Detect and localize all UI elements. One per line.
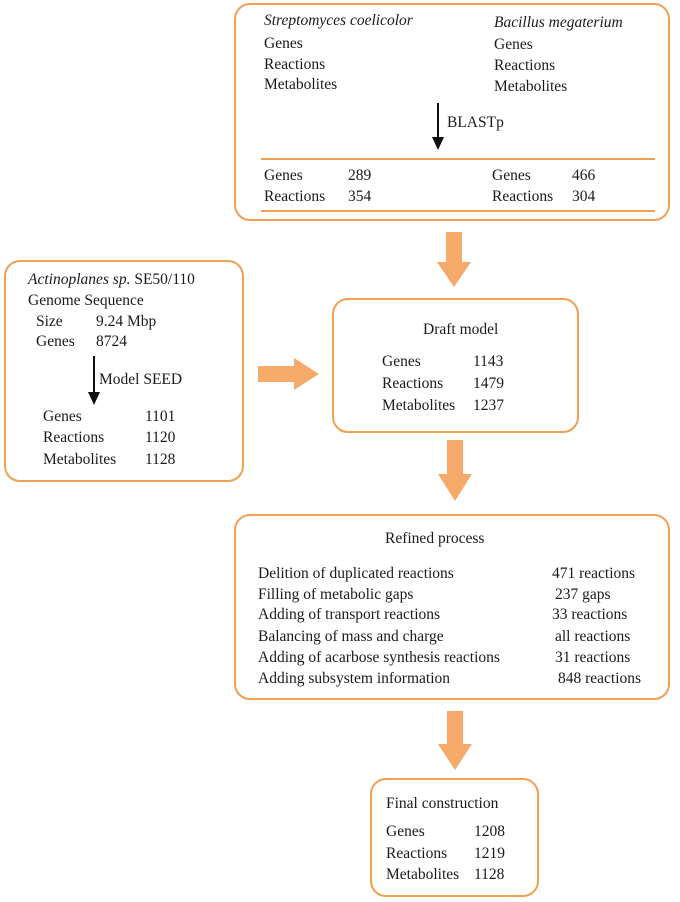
final-construction-title: Final construction <box>386 795 499 812</box>
genome-size-value: 9.24 Mbp <box>96 313 157 330</box>
genome-genes-value: 8724 <box>96 333 127 350</box>
template-organisms-box <box>234 3 670 221</box>
right-row-genes: Genes <box>494 36 533 53</box>
left-result-reactions-value: 354 <box>348 188 372 205</box>
model-seed-down-arrow-icon <box>88 356 100 405</box>
draft-model-box <box>332 298 579 433</box>
draft-result-reactions-label: Reactions <box>382 375 444 392</box>
refined-step-value: 33 reactions <box>552 606 628 623</box>
refined-step-label: Adding subsystem information <box>258 670 451 687</box>
draft-result-genes-value: 1143 <box>473 353 504 370</box>
refined-step-label: Adding of acarbose synthesis reactions <box>258 649 500 666</box>
left-organism-name: Streptomyces coelicolor <box>264 12 413 29</box>
left-row-genes: Genes <box>264 35 303 52</box>
final-construction-box <box>370 778 539 897</box>
draft-model-title: Draft model <box>423 321 499 338</box>
draft-result-genes-label: Genes <box>382 353 421 370</box>
top-divider-lower <box>261 210 655 212</box>
actino-result-metabolites-label: Metabolites <box>43 451 117 468</box>
actinoplanes-organism: Actinoplanes sp. <box>28 271 131 288</box>
top-divider-upper <box>261 158 655 160</box>
refined-step-label: Delition of duplicated reactions <box>258 565 454 582</box>
actinoplanes-strain: SE50/110 <box>134 271 195 288</box>
model-seed-label: Model SEED <box>99 371 183 388</box>
flow-arrow-down-icon <box>438 711 472 770</box>
refined-step-value: 31 reactions <box>555 649 631 666</box>
flow-arrow-down-icon <box>438 440 472 501</box>
right-organism-name: Bacillus megaterium <box>494 14 623 31</box>
blastp-label: BLASTp <box>447 114 504 131</box>
final-result-reactions-value: 1219 <box>474 845 505 862</box>
genome-genes-label: Genes <box>36 333 75 350</box>
right-row-reactions: Reactions <box>494 57 556 74</box>
left-row-metabolites: Metabolites <box>264 76 338 93</box>
final-result-metabolites-value: 1128 <box>474 866 505 883</box>
left-result-reactions-label: Reactions <box>264 188 326 205</box>
refined-process-title: Refined process <box>385 530 485 547</box>
right-result-genes-value: 466 <box>572 167 596 184</box>
refined-step-value: 471 reactions <box>552 565 636 582</box>
genome-sequence-label: Genome Sequence <box>28 292 144 309</box>
actino-result-reactions-label: Reactions <box>43 429 105 446</box>
blastp-down-arrow-icon <box>432 103 444 150</box>
left-result-genes-value: 289 <box>348 167 372 184</box>
refined-step-value: all reactions <box>555 628 631 645</box>
actinoplanes-box <box>4 260 244 482</box>
right-result-reactions-value: 304 <box>572 188 596 205</box>
actino-result-reactions-value: 1120 <box>145 429 176 446</box>
actinoplanes-title: Actinoplanes sp. SE50/110 <box>28 272 195 288</box>
refined-step-value: 848 reactions <box>558 670 642 687</box>
final-result-reactions-label: Reactions <box>386 845 448 862</box>
refined-process-box <box>234 514 670 700</box>
refined-step-value: 237 gaps <box>555 586 611 603</box>
final-result-metabolites-label: Metabolites <box>386 866 460 883</box>
right-result-genes-label: Genes <box>492 167 531 184</box>
draft-result-reactions-value: 1479 <box>473 375 504 392</box>
draft-result-metabolites-label: Metabolites <box>382 397 456 414</box>
flow-arrow-right-icon <box>258 358 319 390</box>
genome-size-label: Size <box>36 313 63 330</box>
right-row-metabolites: Metabolites <box>494 78 568 95</box>
right-result-reactions-label: Reactions <box>492 188 554 205</box>
actino-result-genes-value: 1101 <box>145 408 176 425</box>
refined-step-label: Adding of transport reactions <box>258 606 441 623</box>
left-row-reactions: Reactions <box>264 56 326 73</box>
final-result-genes-label: Genes <box>386 823 425 840</box>
refined-step-label: Balancing of mass and charge <box>258 628 444 645</box>
flow-arrow-down-icon <box>437 232 471 287</box>
actino-result-genes-label: Genes <box>43 408 82 425</box>
draft-result-metabolites-value: 1237 <box>473 397 504 414</box>
actino-result-metabolites-value: 1128 <box>145 451 176 468</box>
left-result-genes-label: Genes <box>264 167 303 184</box>
refined-step-label: Filling of metabolic gaps <box>258 586 414 603</box>
final-result-genes-value: 1208 <box>474 823 505 840</box>
